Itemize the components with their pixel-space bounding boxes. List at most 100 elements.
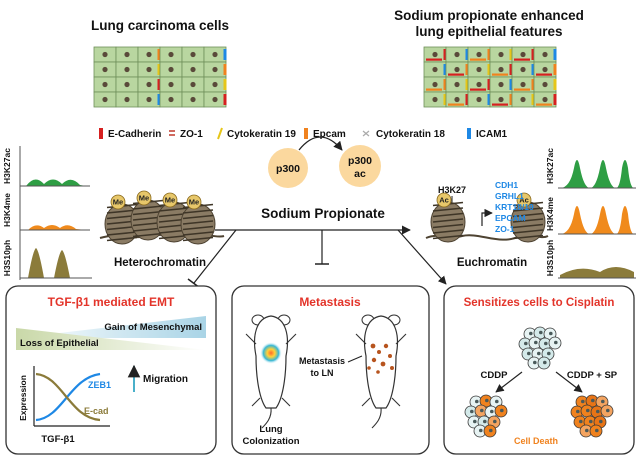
epithelial-cell bbox=[489, 46, 513, 63]
epithelial-cell bbox=[511, 61, 535, 78]
gene-label: GRHL1 bbox=[495, 191, 524, 201]
epithelial-cell bbox=[159, 46, 183, 63]
right-track-h3s10ph-label: H3S10ph bbox=[545, 240, 555, 276]
tumor-cell bbox=[527, 356, 541, 370]
epithelial-cell bbox=[445, 61, 469, 78]
ln-pointer bbox=[347, 355, 363, 363]
epithelial-cell bbox=[489, 76, 513, 93]
euchromatin-label: Euchromatin bbox=[457, 257, 527, 269]
right-track-h3k4me-label: H3K4me bbox=[545, 197, 555, 231]
legend-icam1-label: ICAM1 bbox=[476, 129, 508, 140]
metastasis-panel-title: Metastasis bbox=[299, 295, 361, 309]
gene-label: CDH1 bbox=[495, 180, 518, 190]
cddp-cell-cluster bbox=[464, 394, 508, 438]
svg-text:Me: Me bbox=[113, 198, 123, 207]
acetylation-arrow bbox=[298, 136, 343, 151]
epithelial-cell bbox=[467, 61, 491, 78]
mouse-lymph-node-icon bbox=[355, 314, 407, 429]
epithelial-cell bbox=[181, 76, 205, 93]
left-h3k4me-signal bbox=[20, 225, 86, 230]
epithelial-cell bbox=[445, 46, 469, 63]
emt-x-axis-label: TGF-β1 bbox=[41, 434, 75, 445]
epithelial-cell bbox=[93, 76, 117, 93]
epithelial-cell bbox=[511, 76, 535, 93]
p300ac-label-line2: ac bbox=[354, 168, 366, 180]
lung-colonization-line1: Lung bbox=[259, 424, 282, 435]
tumor-cell bbox=[494, 404, 508, 418]
metastasis-ln-label-line1: Metastasis bbox=[299, 356, 345, 366]
gain-of-mesenchymal-label: Gain of Mesenchymal bbox=[104, 322, 202, 333]
epithelial-cell bbox=[511, 91, 535, 108]
svg-text:Me: Me bbox=[139, 194, 149, 203]
left-h3s10ph-signal bbox=[20, 248, 90, 278]
epithelial-cell bbox=[181, 61, 205, 78]
gene-label: ZO-1 bbox=[495, 224, 515, 234]
legend-ecadherin-label: E-Cadherin bbox=[108, 129, 161, 140]
epithelial-cell bbox=[533, 76, 557, 93]
acetyl-mark: Ac bbox=[516, 192, 532, 208]
legend-cytokeratin19-label: Cytokeratin 19 bbox=[227, 129, 296, 140]
svg-text:Me: Me bbox=[165, 196, 175, 205]
epithelial-cell bbox=[467, 46, 491, 63]
gene-label: EPCAM bbox=[495, 213, 526, 223]
right-histone-tracks: H3K27ac H3K4me H3S10ph bbox=[545, 148, 636, 279]
epithelial-cell bbox=[467, 91, 491, 108]
epithelial-cell bbox=[203, 91, 227, 108]
epcam-swatch bbox=[304, 128, 308, 139]
epithelial-cell bbox=[203, 46, 227, 63]
cisplatin-arrow bbox=[397, 229, 447, 285]
epithelial-loss-wedge bbox=[16, 328, 206, 350]
left-h3k27ac-signal bbox=[20, 179, 86, 186]
h3k27-label: H3K27 bbox=[438, 185, 466, 195]
cisplatin-panel: Sensitizes cells to Cisplatin CDDP CDDP … bbox=[443, 285, 635, 455]
epithelial-cell bbox=[489, 91, 513, 108]
ecad-curve bbox=[35, 372, 101, 422]
epithelial-cell bbox=[159, 76, 183, 93]
cisplatin-panel-title: Sensitizes cells to Cisplatin bbox=[464, 297, 615, 309]
left-track-h3k4me-label: H3K4me bbox=[2, 193, 12, 227]
svg-text:Me: Me bbox=[189, 198, 199, 207]
epithelial-cell bbox=[445, 76, 469, 93]
tumor-cell bbox=[579, 424, 593, 438]
epithelial-cell bbox=[115, 61, 139, 78]
epithelial-cell bbox=[137, 76, 161, 93]
tumor-cell bbox=[537, 356, 551, 370]
epithelial-cell bbox=[423, 46, 447, 63]
epithelial-cell bbox=[181, 91, 205, 108]
left-track-h3s10ph-label: H3S10ph bbox=[2, 240, 12, 276]
tumor-cell bbox=[538, 337, 552, 351]
right-title-line2: lung epithelial features bbox=[415, 24, 562, 39]
tumor-cell bbox=[479, 394, 493, 408]
epithelial-cell bbox=[511, 46, 535, 63]
tumor-cell bbox=[589, 424, 603, 438]
zo1-swatch bbox=[169, 130, 175, 136]
tumor-cell bbox=[600, 404, 614, 418]
right-h3k27ac-signal bbox=[560, 160, 634, 188]
cddp-sp-cell-cluster bbox=[570, 394, 614, 438]
epithelial-cell bbox=[93, 61, 117, 78]
emt-panel: TGF-β1 mediated EMT Gain of Mesenchymal … bbox=[5, 285, 217, 455]
epithelial-cell bbox=[533, 61, 557, 78]
epithelial-cell bbox=[423, 91, 447, 108]
cddp-label: CDDP bbox=[481, 370, 509, 381]
cddp-arrow bbox=[495, 371, 523, 393]
epithelial-cell bbox=[445, 91, 469, 108]
right-title-line1: Sodium propionate enhanced bbox=[394, 8, 584, 23]
p300ac-label-line1: p300 bbox=[348, 155, 372, 167]
right-track-h3k27ac-label: H3K27ac bbox=[545, 148, 555, 184]
metastasis-panel: Metastasis Metastasis to LN Lung Colon bbox=[231, 285, 430, 455]
epithelial-cell bbox=[159, 91, 183, 108]
cell-death-label: Cell Death bbox=[514, 436, 558, 446]
nucleosome bbox=[430, 201, 466, 243]
left-histone-tracks: H3K27ac H3K4me H3S10ph bbox=[2, 146, 92, 280]
right-h3s10ph-signal bbox=[560, 267, 634, 278]
tumor-cell bbox=[473, 424, 487, 438]
cddp-sp-label: CDDP + SP bbox=[567, 370, 618, 381]
legend-zo1-label: ZO-1 bbox=[180, 129, 203, 140]
p300-node: p300 bbox=[268, 148, 308, 188]
mesenchymal-gain-wedge bbox=[16, 316, 206, 338]
p300-label: p300 bbox=[276, 163, 300, 175]
left-track-h3k27ac-label: H3K27ac bbox=[2, 148, 12, 184]
gene-label: KRT18/19 bbox=[495, 202, 534, 212]
